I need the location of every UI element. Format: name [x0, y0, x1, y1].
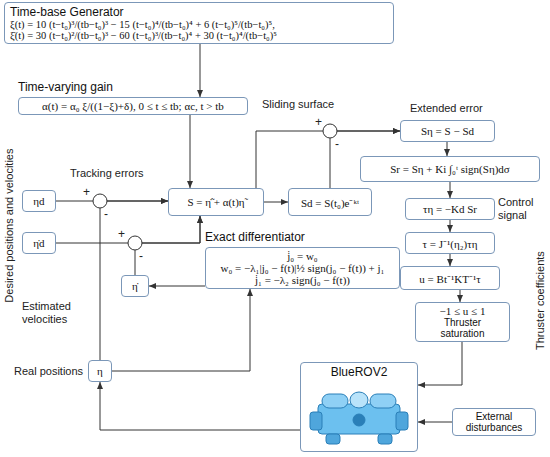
sign-label: +: [83, 185, 90, 199]
node-text: u = Bt⁻¹KT⁻¹τ: [419, 271, 480, 286]
connector-arrow: [450, 182, 451, 198]
group-label: Desired positions and velocities: [3, 148, 16, 302]
input-box: ηd: [22, 190, 56, 212]
annotation-label: Sliding surface: [262, 98, 334, 111]
annotation-label: Tracking errors: [70, 167, 144, 180]
gain-box: Time-varying gain α(t) = α₀ ξ/((1−ξ)+δ), …: [18, 80, 248, 115]
summing-junction: [128, 236, 142, 250]
node-text: Sη = S − Sd: [421, 125, 474, 137]
node-text: BlueROV2: [306, 365, 412, 379]
annotation-label: Control signal: [498, 196, 548, 222]
connector-arrow: [112, 289, 250, 371]
node-text: Sr = Sη + Ki ∫₀ᵗ sign(Sη)dσ: [390, 163, 509, 175]
connector-arrow: [200, 44, 201, 97]
node-text: τη = −Kd Sr: [423, 203, 477, 215]
process-box: Sd = S(t₀)e⁻ᵏᵗ: [288, 188, 372, 216]
annotation-label: Extended error: [410, 102, 483, 115]
sign-label: -: [104, 207, 108, 221]
process-box: Sr = Sη + Ki ∫₀ᵗ sign(Sη)dσ: [360, 156, 540, 182]
connector-arrow: [190, 115, 191, 188]
connector-arrow: [418, 342, 462, 385]
node-frame: j̇₀ = w₀w₀ = −λ₁|j₀ − f(t)|½ sign(j₀ − f…: [205, 247, 400, 289]
disturbance-box: External disturbances: [452, 408, 536, 436]
connector-arrow: [418, 422, 452, 423]
signal-box: η: [88, 360, 112, 382]
connector-arrow: [264, 202, 288, 203]
node-text: Thruster saturation: [421, 317, 504, 339]
annotation-label: Estimated velocities: [22, 300, 94, 326]
connector-arrow: [100, 382, 300, 430]
input-box: η̇d: [22, 232, 56, 254]
node-heading: Time-base Generator: [10, 5, 388, 19]
node-text: η̇d: [33, 237, 44, 249]
summing-junction: [323, 124, 337, 138]
connector-arrow: [56, 216, 200, 243]
sign-label: -: [335, 137, 339, 151]
connector-arrow: [460, 290, 461, 302]
node-text: j̇₁ = −λ₂ sign(j₀ − f(t)): [211, 274, 394, 286]
node-text: w₀ = −λ₁|j₀ − f(t)|½ sign(j₀ − f(t)) + j…: [211, 262, 394, 274]
signal-box: η̇: [121, 275, 149, 297]
sign-label: -: [139, 249, 143, 263]
sign-label: +: [315, 115, 322, 129]
node-text: τ = J⁻¹(η₂)τη: [423, 236, 478, 251]
group-label: Thruster coefficients: [533, 251, 546, 350]
connector-arrow: [447, 142, 448, 156]
process-box: u = Bt⁻¹KT⁻¹τ: [400, 266, 500, 290]
annotation-label: Real positions: [14, 365, 86, 378]
node-text: j̇₀ = w₀: [211, 250, 394, 262]
rov-illustration: [310, 392, 408, 444]
process-box: τη = −Kd Sr: [405, 198, 495, 220]
connector-arrow: [100, 201, 168, 360]
node-text: ξ(t) = 10 (t−t₀)³/(tb−t₀)³ − 15 (t−t₀)⁴/…: [10, 19, 388, 30]
node-text: η̇: [132, 280, 138, 292]
process-box: Sη = S − Sd: [400, 120, 495, 142]
node-text: ξ̇(t) = 30 (t−t₀)²/(tb−t₀)³ − 60 (t−t₀)³…: [10, 30, 388, 41]
plant-box: BlueROV2: [300, 362, 418, 452]
node-heading: Time-varying gain: [18, 80, 248, 94]
generator-box: Time-base Generatorξ(t) = 10 (t−t₀)³/(tb…: [4, 2, 394, 44]
connector-arrow: [450, 254, 451, 266]
sign-label: +: [118, 227, 125, 241]
node-heading: −1 ≤ u ≤ 1: [421, 305, 504, 317]
saturation-box: −1 ≤ u ≤ 1Thruster saturation: [415, 302, 510, 342]
process-box: S = η̃̇ + α(t)η̃: [168, 188, 264, 216]
node-text: External disturbances: [458, 411, 530, 433]
connector-arrow: [135, 216, 200, 275]
process-box: τ = J⁻¹(η₂)τη: [405, 232, 495, 254]
node-text: α(t) = α₀ ξ/((1−ξ)+δ), 0 ≤ t ≤ tb; αc, t…: [24, 100, 242, 112]
node-text: S = η̃̇ + α(t)η̃: [187, 196, 244, 208]
node-heading: Exact differentiator: [205, 230, 400, 244]
differentiator-box: Exact differentiator j̇₀ = w₀w₀ = −λ₁|j₀ …: [205, 230, 400, 289]
summing-junction: [93, 194, 107, 208]
node-text: ηd: [33, 195, 44, 207]
connector-arrow: [450, 220, 451, 232]
connector-arrow: [149, 286, 205, 287]
node-text: Sd = S(t₀)e⁻ᵏᵗ: [301, 195, 359, 210]
node-text: η: [97, 365, 103, 377]
node-frame: α(t) = α₀ ξ/((1−ξ)+δ), 0 ≤ t ≤ tb; αc, t…: [18, 97, 248, 115]
